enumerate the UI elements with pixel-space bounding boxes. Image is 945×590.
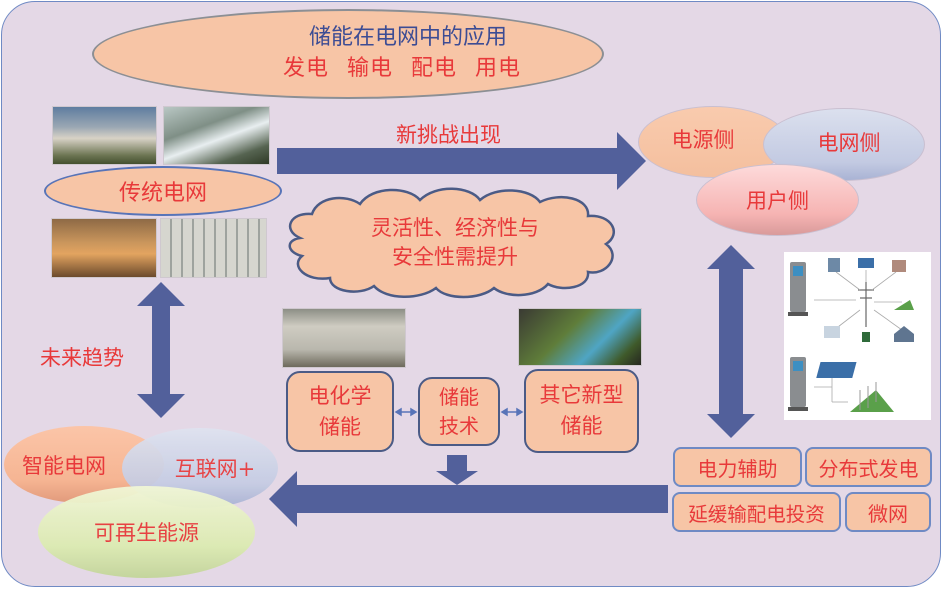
defer-investment-label: 延缓输配电投资 <box>688 502 825 526</box>
requirement-cloud-text: 灵活性、经济性与 安全性需提升 <box>300 208 610 278</box>
user-side-ellipse: 用户侧 <box>696 164 859 236</box>
factory-icon <box>824 326 840 338</box>
applications-double-arrow <box>707 245 755 438</box>
connector-chem-tech <box>394 407 418 417</box>
wind-turbine-hill-icon <box>894 300 914 310</box>
title-ellipse: 储能在电网中的应用 发电 输电 配电 用电 <box>92 9 604 99</box>
wind-turbines-icon <box>859 382 877 410</box>
return-arrow <box>269 471 668 527</box>
power-tower-icon <box>858 282 874 327</box>
internet-plus-label: 互联网+ <box>174 457 256 481</box>
storage-down-arrow <box>436 455 478 485</box>
transmission-tower-photo <box>51 218 157 278</box>
requirement-line-1: 灵活性、经济性与 <box>371 216 539 240</box>
pumped-storage-photo <box>518 308 642 366</box>
requirement-line-2: 安全性需提升 <box>392 245 518 269</box>
renewable-energy-label: 可再生能源 <box>94 521 199 545</box>
title-main: 储能在电网中的应用 <box>308 25 507 50</box>
microgrid-label: 微网 <box>868 501 908 526</box>
house-icon <box>894 326 914 342</box>
solar-array-icon <box>816 362 857 378</box>
wind-farm-icon <box>850 390 894 412</box>
charging-station-icon <box>788 357 808 411</box>
other-storage-line-2: 储能 <box>560 414 603 438</box>
renewable-energy-ellipse: 可再生能源 <box>38 486 255 578</box>
challenge-label: 新挑战出现 <box>396 123 501 147</box>
traditional-grid-ellipse: 传统电网 <box>44 166 282 216</box>
building-icon <box>828 258 840 272</box>
aux-service-box: 电力辅助 <box>673 447 802 487</box>
title-sub: 发电 输电 配电 用电 <box>283 56 521 81</box>
microgrid-box: 微网 <box>845 492 931 532</box>
traditional-grid-label: 传统电网 <box>118 181 207 206</box>
electrochemical-line-2: 储能 <box>319 414 361 439</box>
microgrid-diagram-drawing <box>788 258 914 412</box>
switchgear-photo <box>160 218 267 278</box>
other-storage-line-1: 其它新型 <box>539 383 624 407</box>
future-trend-double-arrow <box>137 282 185 418</box>
challenge-arrow <box>277 132 646 190</box>
hydropower-photo <box>163 106 270 165</box>
microgrid-diagram-image <box>784 252 931 420</box>
smart-grid-label: 智能电网 <box>22 453 106 478</box>
distributed-generation-box: 分布式发电 <box>805 447 932 487</box>
power-plant-icon <box>892 260 906 272</box>
storage-tech-line-1: 储能 <box>439 384 479 409</box>
battery-storage-photo <box>282 308 406 368</box>
user-side-label: 用户侧 <box>746 189 809 213</box>
connector-tech-other <box>500 407 524 417</box>
solar-panel-icon <box>858 258 874 268</box>
other-storage-box: 其它新型 储能 <box>524 369 639 453</box>
electrochemical-line-1: 电化学 <box>308 383 372 408</box>
cooling-towers-photo <box>52 106 157 165</box>
distributed-generation-label: 分布式发电 <box>818 456 919 481</box>
future-trend-label: 未来趋势 <box>40 346 124 370</box>
charging-station-icon <box>788 262 808 316</box>
aux-service-label: 电力辅助 <box>697 456 778 481</box>
battery-icon <box>862 332 870 342</box>
grid-side-label: 电网侧 <box>817 130 881 155</box>
electrochemical-storage-box: 电化学 储能 <box>286 371 394 452</box>
power-side-label: 电源侧 <box>671 128 735 152</box>
storage-tech-line-2: 技术 <box>439 413 479 438</box>
storage-tech-box: 储能 技术 <box>418 377 500 446</box>
defer-investment-box: 延缓输配电投资 <box>672 492 841 532</box>
requirement-cloud-shape <box>288 187 616 299</box>
